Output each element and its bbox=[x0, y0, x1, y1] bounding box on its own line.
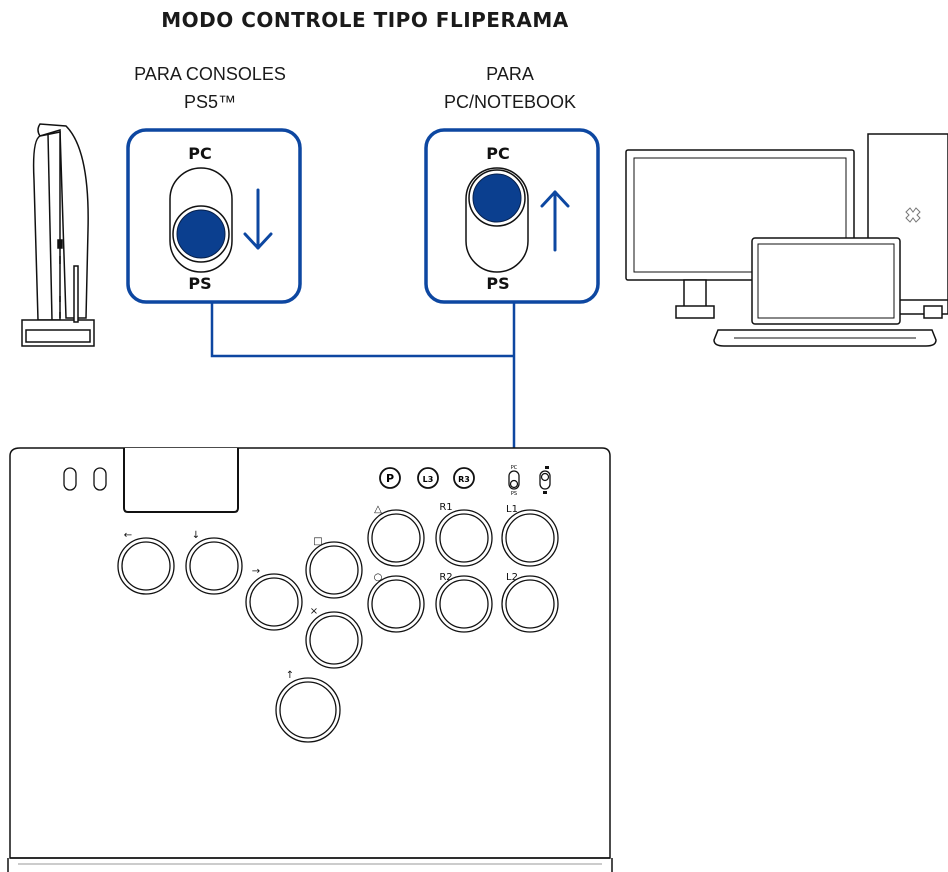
caption-pc-line1: PARA bbox=[486, 64, 534, 84]
right-button-label: → bbox=[252, 566, 260, 577]
ps-button[interactable] bbox=[379, 467, 401, 489]
switch-pc-bottom-label: PS bbox=[486, 274, 509, 293]
playstation-logo-icon: P bbox=[386, 472, 394, 485]
left-button-label: ← bbox=[124, 530, 132, 541]
switch-panel-pc: PC PS bbox=[424, 128, 600, 304]
switch-pc-top-label: PC bbox=[486, 144, 509, 163]
page-title: MODO CONTROLE TIPO FLIPERAMA bbox=[161, 8, 569, 32]
cross-button-label: × bbox=[310, 606, 318, 617]
unlock-icon bbox=[545, 466, 549, 469]
r3-button[interactable] bbox=[453, 467, 475, 489]
square-button-label: □ bbox=[313, 536, 322, 547]
arrow-up-icon bbox=[540, 190, 570, 252]
triangle-button-label: △ bbox=[374, 504, 382, 515]
circle-button-label: ○ bbox=[374, 572, 383, 583]
caption-pc: PARA PC/NOTEBOOK bbox=[420, 60, 600, 116]
switch-pc-knob bbox=[472, 173, 522, 223]
caption-ps5-line2: PS5™ bbox=[183, 92, 237, 112]
switch-ps5-knob bbox=[176, 209, 226, 259]
ps5-console-icon bbox=[21, 123, 95, 347]
l3-label: L3 bbox=[423, 475, 434, 484]
pc-notebook-icon bbox=[625, 133, 948, 347]
arrow-down-icon bbox=[243, 188, 273, 250]
arcade-controller: P L3 R3 PC PS bbox=[7, 447, 613, 872]
switch-ps5-bottom-label: PS bbox=[188, 274, 211, 293]
caption-pc-line2: PC/NOTEBOOK bbox=[443, 92, 577, 112]
switch-panel-ps5: PC PS bbox=[126, 128, 302, 304]
r2-button-label: R2 bbox=[439, 572, 452, 583]
l2-button-label: L2 bbox=[506, 572, 518, 583]
switch-ps5-top-label: PC bbox=[188, 144, 211, 163]
l3-button[interactable] bbox=[417, 467, 439, 489]
share-button[interactable] bbox=[63, 467, 77, 491]
lock-icon bbox=[543, 491, 547, 494]
controller-top-panel bbox=[123, 448, 239, 513]
razer-logo-icon bbox=[905, 207, 921, 223]
connector-lines bbox=[210, 302, 516, 456]
caption-ps5-line1: PARA CONSOLES bbox=[134, 64, 286, 84]
l1-button-label: L1 bbox=[506, 504, 518, 515]
mode-switch-top-label: PC bbox=[511, 465, 518, 471]
caption-ps5: PARA CONSOLES PS5™ bbox=[120, 60, 300, 116]
up-button-label: ↑ bbox=[286, 670, 294, 681]
mode-switch-bottom-label: PS bbox=[511, 491, 517, 497]
r3-label: R3 bbox=[458, 475, 470, 484]
down-button-label: ↓ bbox=[192, 530, 200, 541]
options-button[interactable] bbox=[93, 467, 107, 491]
r1-button-label: R1 bbox=[439, 502, 452, 513]
